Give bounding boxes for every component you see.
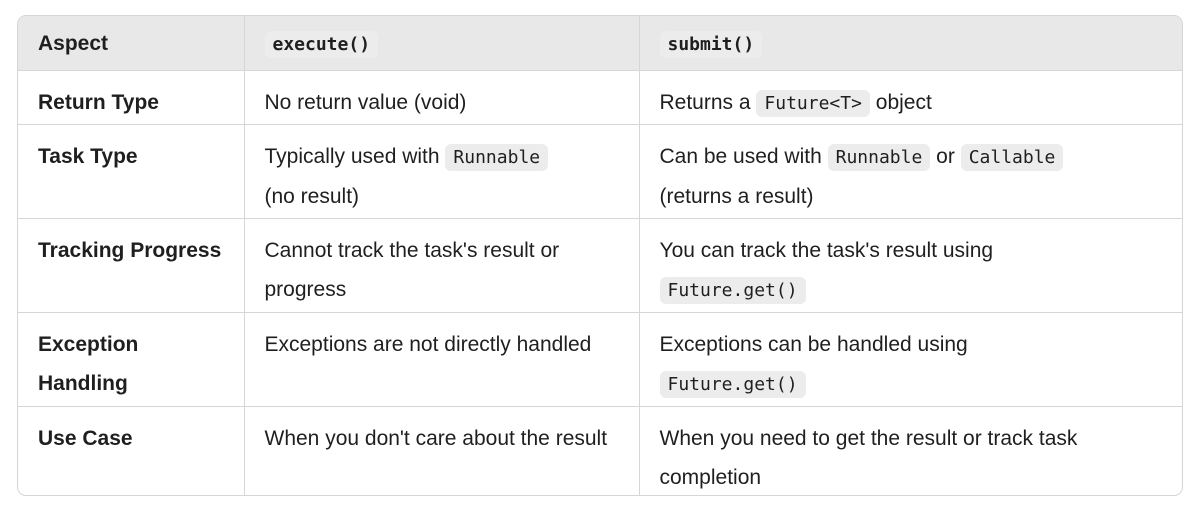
table-row-task-type: Task Type Typically used with Runnable (n…: [18, 124, 1182, 219]
table-body: Return Type No return value (void) Retur…: [18, 70, 1182, 495]
inline-code: Callable: [960, 143, 1064, 171]
header-execute: execute(): [244, 16, 640, 71]
table-row-tracking-progress: Tracking Progress Cannot track the task'…: [18, 218, 1182, 313]
execute-cell: Cannot track the task's result or progre…: [244, 218, 640, 313]
inline-code: Runnable: [827, 143, 931, 171]
table-row-use-case: Use Case When you don't care about the r…: [18, 406, 1182, 495]
cell-text: Typically used with: [264, 144, 440, 168]
table-row-exception-handling: Exception Handling Exceptions are not di…: [18, 312, 1182, 407]
header-aspect: Aspect: [18, 16, 245, 71]
cell-text: Can be used with: [659, 144, 822, 168]
comparison-table: Aspect execute() submit() Return Type No…: [17, 15, 1183, 496]
execute-cell: Typically used with Runnable (no result): [244, 124, 640, 219]
cell-text: or: [936, 144, 955, 168]
inline-code: Runnable: [445, 143, 549, 171]
cell-text: (no result): [264, 184, 360, 208]
header-submit: submit(): [639, 16, 1182, 71]
cell-text: Returns a: [659, 90, 751, 114]
cell-text: You can track the task's result using: [659, 238, 994, 262]
inline-code: Future.get(): [659, 370, 806, 398]
table-header: Aspect execute() submit(): [18, 16, 1182, 71]
submit-cell: Returns a Future<T> object: [639, 70, 1182, 125]
inline-code: Future<T>: [756, 89, 870, 117]
comparison-table-grid: Aspect execute() submit() Return Type No…: [18, 16, 1182, 495]
aspect-cell: Tracking Progress: [18, 218, 245, 313]
execute-cell: Exceptions are not directly handled: [244, 312, 640, 407]
cell-text: object: [875, 90, 932, 114]
aspect-cell: Task Type: [18, 124, 245, 219]
aspect-cell: Exception Handling: [18, 312, 245, 407]
cell-text: (returns a result): [659, 184, 814, 208]
execute-cell: When you don't care about the result: [244, 406, 640, 495]
execute-code: execute(): [264, 31, 379, 58]
aspect-cell: Use Case: [18, 406, 245, 495]
table-row-return-type: Return Type No return value (void) Retur…: [18, 70, 1182, 125]
header-row: Aspect execute() submit(): [18, 16, 1182, 71]
submit-code: submit(): [659, 31, 763, 58]
inline-code: Future.get(): [659, 276, 806, 304]
execute-cell: No return value (void): [244, 70, 640, 125]
submit-cell: Can be used with Runnable or Callable (re…: [639, 124, 1182, 219]
cell-text: Exceptions can be handled using: [659, 332, 968, 356]
submit-cell: When you need to get the result or track…: [659, 426, 1078, 489]
aspect-cell: Return Type: [18, 70, 245, 125]
